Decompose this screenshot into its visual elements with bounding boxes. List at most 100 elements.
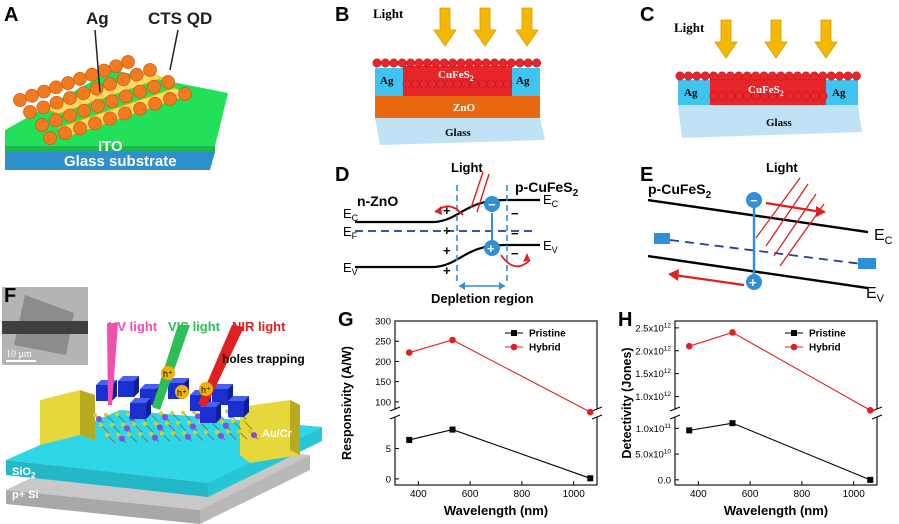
- nanocrystal-dot: [818, 71, 828, 81]
- panel-f: F 10 μm SiO2 p+ Si Au/Cr UV light VIS li…: [0, 285, 330, 524]
- label-ag-right: Ag: [516, 75, 530, 87]
- qd-dot: [161, 75, 175, 89]
- atom-yellow: [231, 419, 235, 424]
- nanocrystal-dot: [734, 91, 744, 101]
- chart-detectivity: 1.0x10121.5x10122.0x10122.5x10120.05.0x1…: [620, 320, 883, 518]
- space-charge-plus: +: [443, 243, 451, 258]
- svg-text:EC: EC: [543, 192, 559, 209]
- data-point-pristine: [587, 475, 594, 482]
- nanocrystal-dot: [506, 58, 516, 68]
- qd-dot: [121, 55, 135, 69]
- qd-dot: [43, 131, 57, 145]
- space-charge-minus: −: [511, 226, 519, 241]
- svg-text:EF: EF: [343, 224, 358, 241]
- nanocrystal-dot: [801, 71, 811, 81]
- qd-dot: [89, 81, 104, 96]
- label-cts-qd: CTS QD: [148, 9, 212, 28]
- y-tick-label: 0.0: [658, 475, 671, 486]
- label-ef: E: [343, 224, 352, 239]
- qd-dot: [109, 59, 123, 74]
- panel-a: A Ag CTS QD ITO Glass substrate: [0, 0, 230, 190]
- nanocrystal-dot: [389, 58, 399, 68]
- svg-text:EV: EV: [343, 260, 358, 277]
- label-light: Light: [766, 160, 798, 175]
- atom-yellow: [121, 422, 125, 427]
- label-glass: Glass: [445, 127, 471, 139]
- device-f-illustration: 10 μm SiO2 p+ Si Au/Cr UV light VIS ligh…: [2, 287, 322, 524]
- qd-dot: [63, 108, 77, 123]
- nanocrystal-dot: [410, 79, 420, 89]
- hole-sign: +: [749, 275, 757, 290]
- nanocrystal-dot: [742, 71, 752, 81]
- label-n-zno: n-ZnO: [357, 193, 398, 209]
- atom-yellow: [171, 431, 175, 436]
- atom-yellow: [154, 421, 158, 426]
- panel-c: C Light Glass Ag Ag CuFeS2: [640, 0, 899, 160]
- label-p-cufes2-sub: 2: [706, 190, 712, 201]
- atom-yellow: [192, 410, 196, 415]
- space-charge-minus: −: [511, 246, 519, 261]
- plot-frame: [394, 320, 598, 486]
- light-arrow-icon: [433, 7, 457, 47]
- nanocrystal-dot: [809, 71, 819, 81]
- light-arrows: [714, 19, 838, 59]
- atom-purple: [162, 414, 168, 421]
- nanocrystal-dot: [801, 91, 811, 101]
- nanocrystal-dot: [372, 58, 382, 68]
- label-au-cr: Au/Cr: [262, 428, 293, 440]
- y-tick-exponent: 12: [664, 368, 672, 375]
- nanocrystal-dot: [717, 71, 727, 81]
- qd-cube-top: [140, 384, 161, 389]
- ag-pad-left: [678, 80, 710, 105]
- qd-dot: [163, 92, 177, 106]
- atom-yellow: [132, 422, 136, 427]
- axis-break-gap: [872, 409, 882, 417]
- hole-bubble: [161, 366, 175, 380]
- panel-label-c: C: [640, 4, 655, 26]
- atom-yellow: [160, 431, 164, 436]
- nanocrystal-dot: [532, 58, 542, 68]
- qd-dot: [49, 113, 63, 128]
- label-ev: E: [866, 285, 877, 302]
- axis-break-mark: [591, 414, 603, 420]
- electrode-left: [40, 390, 80, 445]
- hole-sign: +: [487, 241, 495, 256]
- y-tick-label: 1.5x1012: [635, 368, 671, 380]
- axis-break-gap: [670, 409, 680, 417]
- nanocrystal-dot: [414, 58, 424, 68]
- svg-text:SiO2: SiO2: [12, 466, 36, 480]
- nanocrystal-dot: [422, 58, 432, 68]
- qd-cube-side: [216, 402, 221, 423]
- qd-dot: [129, 67, 144, 82]
- data-point-hybrid: [586, 408, 594, 416]
- atom-yellow: [193, 430, 197, 435]
- atom-yellow: [93, 413, 97, 417]
- atom-purple: [157, 424, 163, 431]
- qd-cube-top: [212, 384, 233, 389]
- legend-label: Hybrid: [529, 343, 561, 354]
- label-uv-light: UV light: [108, 319, 158, 334]
- nanocrystal-dot: [431, 58, 441, 68]
- nanocrystal-dot: [784, 71, 794, 81]
- y-axis-label: Responsivity (A/W): [340, 346, 354, 460]
- label-p-cufes2-sub: 2: [573, 188, 579, 199]
- uv-beam: [107, 323, 118, 405]
- atom-purple: [185, 433, 191, 440]
- data-point-hybrid: [866, 406, 874, 414]
- panel-d: D n-ZnO Light p-CuFeS2 − + + + + + − − −…: [335, 160, 585, 310]
- nanocrystal-dot: [406, 58, 416, 68]
- electron-icon: [746, 192, 762, 208]
- label-p-cufes2: p-CuFeS: [648, 181, 706, 197]
- atom-yellow: [187, 420, 191, 425]
- axis-break-mark: [871, 414, 883, 420]
- nanocrystal-dot: [835, 71, 845, 81]
- x-tick-label: 600: [462, 489, 479, 500]
- atom-purple: [190, 423, 196, 430]
- qd-cube-top: [228, 396, 249, 401]
- nanocrystal-dot: [675, 71, 685, 81]
- hole-bubble-label: h⁺: [177, 388, 187, 398]
- qd-cube-top: [168, 378, 189, 383]
- nanocrystal-dot: [448, 58, 458, 68]
- label-ec-left-sub: C: [352, 213, 359, 223]
- label-ec-sub: C: [885, 235, 893, 247]
